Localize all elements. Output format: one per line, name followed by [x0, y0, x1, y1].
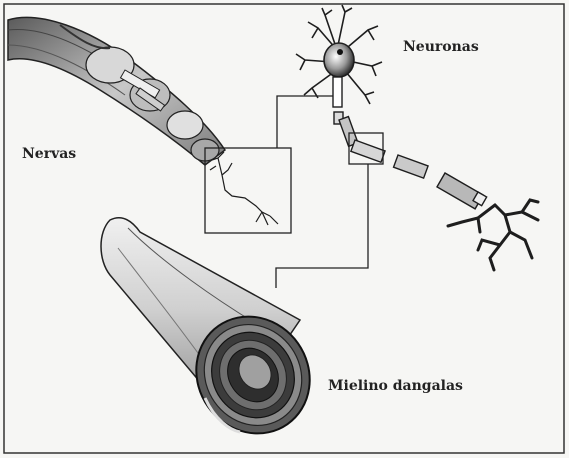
myelin-sheath-label: Mielino dangalas	[328, 378, 463, 394]
nerve-label: Nervas	[22, 146, 76, 162]
neuron-label: Neuronas	[403, 39, 479, 55]
